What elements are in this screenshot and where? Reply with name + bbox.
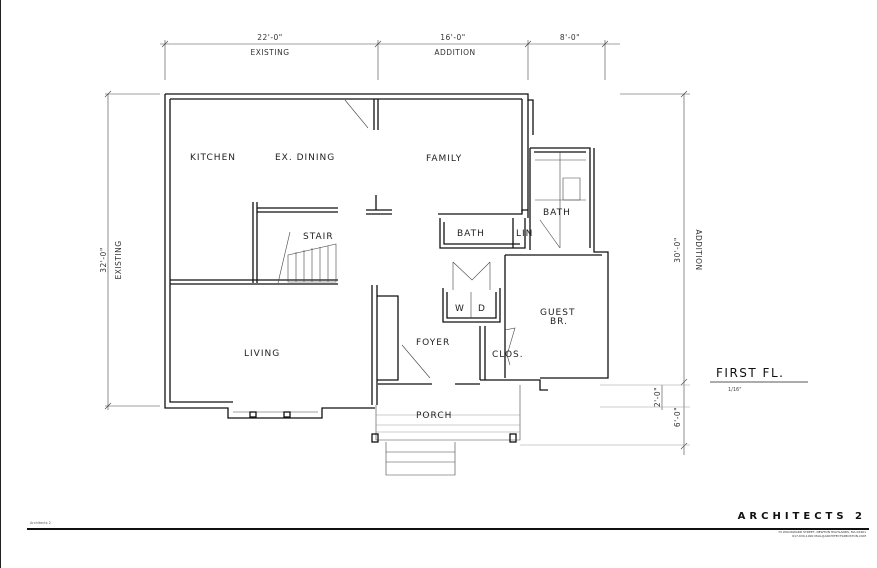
room-labels: KITCHEN EX. DINING FAMILY STAIR BATH LIN…: [190, 153, 575, 421]
label-family: FAMILY: [426, 154, 462, 164]
drawing-scale: 1/16": [728, 387, 742, 393]
dim-top-existing-value: 22'-0": [257, 33, 283, 42]
dim-top-8ft-value: 8'-0": [560, 33, 580, 42]
walls: [164, 93, 609, 476]
dim-top-addition-value: 16'-0": [440, 33, 466, 42]
label-guest: GUEST: [540, 308, 575, 318]
dim-top-existing-label: EXISTING: [250, 48, 289, 57]
label-dryer: D: [478, 304, 486, 314]
sheet-label: Architects 2: [30, 521, 51, 525]
dim-right-label: ADDITION: [694, 229, 703, 270]
firm-address: 70 WOODWARD STREET, NEWTON HIGHLANDS, MA…: [778, 530, 866, 534]
label-bedroom: BR.: [550, 317, 568, 327]
dim-right-value: 30'-0": [673, 237, 682, 263]
firm-name: ARCHITECTS 2: [737, 511, 866, 522]
drawing-title-text: FIRST FL.: [716, 366, 784, 380]
firm-contact: 617-630-1990 MAIL@ARCHITECTS2BOSTON.COM: [792, 534, 866, 538]
label-stair: STAIR: [303, 232, 334, 242]
dim-left-label: EXISTING: [114, 240, 123, 279]
dim-right-6ft: 6'-0": [673, 407, 682, 427]
right-dimension-string: 30'-0" ADDITION 2'-0" 6'-0": [520, 90, 703, 455]
label-closet: CLOS.: [492, 350, 524, 360]
drawing-title: FIRST FL. 1/16": [710, 366, 808, 393]
dim-left-value: 32'-0": [99, 247, 108, 273]
label-bath-2: BATH: [543, 208, 571, 218]
label-linen: LIN: [516, 229, 533, 239]
label-dining: EX. DINING: [275, 153, 335, 163]
label-kitchen: KITCHEN: [190, 153, 236, 163]
label-foyer: FOYER: [416, 338, 450, 348]
page-edge-left: [0, 0, 1, 568]
label-bath-1: BATH: [457, 229, 485, 239]
title-block: ARCHITECTS 2 70 WOODWARD STREET, NEWTON …: [738, 511, 866, 538]
dim-top-addition-label: ADDITION: [434, 48, 475, 57]
label-washer: W: [455, 304, 465, 314]
label-porch: PORCH: [416, 411, 452, 421]
top-dimension-string: 22'-0" EXISTING 16'-0" ADDITION 8'-0": [160, 33, 620, 80]
dim-right-2ft: 2'-0": [653, 387, 662, 407]
left-dimension-string: 32'-0" EXISTING: [99, 90, 160, 410]
title-block-rule: [27, 528, 869, 530]
label-living: LIVING: [244, 349, 280, 359]
